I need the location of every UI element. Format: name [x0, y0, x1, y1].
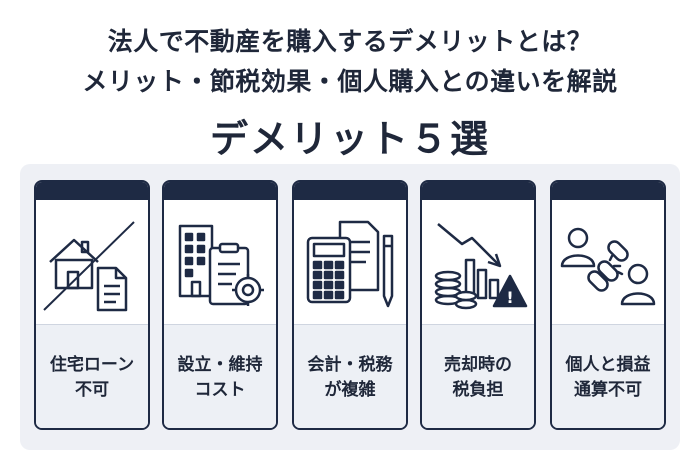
card-label: 会計・税務 が複雑: [294, 324, 406, 428]
calculator-document-pen-icon: [294, 214, 406, 314]
svg-text:!: !: [506, 288, 513, 307]
card-label: 売却時の 税負担: [422, 324, 534, 428]
card-label: 個人と損益 通算不可: [552, 324, 664, 428]
card-loss-offset: 個人と損益 通算不可: [550, 180, 666, 430]
card-label: 設立・維持 コスト: [164, 324, 276, 428]
people-broken-chain-icon: [552, 214, 664, 314]
card-header-bar: [422, 182, 534, 200]
card-mortgage: 住宅ローン 不可: [34, 180, 150, 430]
title-line-1: 法人で不動産を購入するデメリットとは？: [107, 27, 593, 56]
card-label: 住宅ローン 不可: [36, 324, 148, 428]
card-setup-cost: 設立・維持 コスト: [162, 180, 278, 430]
title-main: デメリット５選: [209, 117, 490, 161]
title-line-2: メリット・節税効果・個人購入との違いを解説: [82, 67, 618, 96]
card-header-bar: [36, 182, 148, 200]
card-header-bar: [164, 182, 276, 200]
house-document-crossed-icon: [36, 214, 148, 314]
building-clipboard-gear-icon: [164, 214, 276, 314]
card-sale-tax: ! 売却時の 税負担: [420, 180, 536, 430]
card-accounting: 会計・税務 が複雑: [292, 180, 408, 430]
card-header-bar: [552, 182, 664, 200]
coins-falling-chart-warning-icon: !: [422, 214, 534, 314]
card-header-bar: [294, 182, 406, 200]
